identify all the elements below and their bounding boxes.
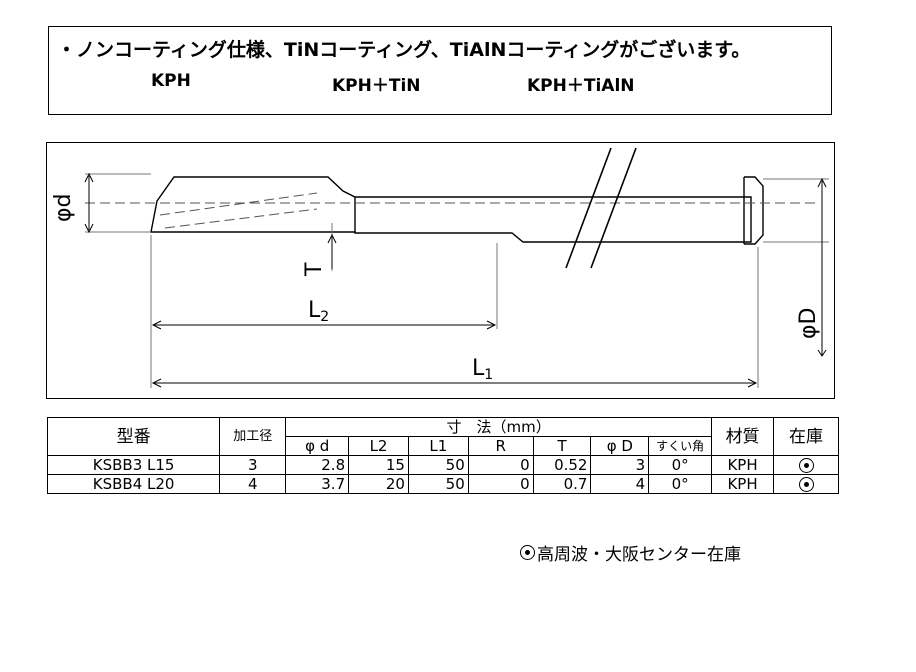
stock-footnote: 高周波・大阪センター在庫 xyxy=(520,540,741,565)
cell-L1: 50 xyxy=(407,455,469,475)
circle-dot-icon xyxy=(520,545,535,560)
circle-dot-icon xyxy=(798,477,814,492)
L1-label: L1 xyxy=(472,356,493,383)
cell-L2: 15 xyxy=(348,455,409,475)
phi-d-label: φd xyxy=(51,194,76,222)
cell-stock xyxy=(773,455,839,475)
T-label: T xyxy=(302,262,327,277)
header-R: R xyxy=(467,436,534,456)
cell-diameter: 3 xyxy=(219,455,287,475)
table-row: KSBB4 L20 4 3.7 20 50 0 0.7 4 0° KPH xyxy=(46,474,839,494)
header-model: 型番 xyxy=(46,417,221,456)
cell-rake-angle: 0° xyxy=(648,455,713,475)
cell-R: 0 xyxy=(467,455,534,475)
header-T: T xyxy=(532,436,592,456)
cell-model: KSBB4 L20 xyxy=(46,474,221,494)
cell-L1: 50 xyxy=(407,474,469,494)
coating-notice-text: ・ノンコーティング仕様、TiNコーティング、TiAlNコーティングがございます。 xyxy=(57,39,751,61)
spec-table: 型番 加工径 寸 法（mm） 材質 在庫 φ d L2 L1 R T φ D す… xyxy=(46,417,839,494)
header-phi-D: φ D xyxy=(590,436,650,456)
cell-L2: 20 xyxy=(348,474,409,494)
cell-T: 0.7 xyxy=(532,474,592,494)
variant-kph-tin: KPH＋TiN xyxy=(332,76,421,96)
circle-dot-icon xyxy=(798,458,814,473)
cell-phi-D: 4 xyxy=(590,474,650,494)
variant-kph-tialn: KPH＋TiAlN xyxy=(527,76,635,96)
header-material: 材質 xyxy=(711,417,774,456)
table-row: KSBB3 L15 3 2.8 15 50 0 0.52 3 0° KPH xyxy=(46,455,839,475)
cell-R: 0 xyxy=(467,474,534,494)
cell-diameter: 4 xyxy=(219,474,287,494)
coating-notice-box: ・ノンコーティング仕様、TiNコーティング、TiAlNコーティングがございます。… xyxy=(48,26,832,115)
header-L2: L2 xyxy=(348,436,409,456)
header-stock: 在庫 xyxy=(773,417,839,456)
tool-shank-end xyxy=(744,176,764,245)
break-line-1 xyxy=(565,147,612,269)
break-line-2 xyxy=(590,147,637,269)
cell-material: KPH xyxy=(711,474,774,494)
header-dimensions: 寸 法（mm） xyxy=(285,417,713,437)
phi-D-label: φD xyxy=(796,308,821,339)
header-diameter: 加工径 xyxy=(219,417,287,456)
tool-drawing: φd φD T L2 L1 xyxy=(46,142,835,399)
cell-phi-d: 2.8 xyxy=(285,455,350,475)
L2-label: L2 xyxy=(308,298,329,325)
cell-phi-d: 3.7 xyxy=(285,474,350,494)
cell-model: KSBB3 L15 xyxy=(46,455,221,475)
cell-rake-angle: 0° xyxy=(648,474,713,494)
cell-stock xyxy=(773,474,839,494)
cell-T: 0.52 xyxy=(532,455,592,475)
header-rake-angle: すくい角 xyxy=(648,436,713,456)
tool-drawing-svg: φd φD T L2 L1 xyxy=(51,147,829,388)
variant-kph: KPH xyxy=(151,71,191,91)
header-phi-d: φ d xyxy=(285,436,350,456)
cell-phi-D: 3 xyxy=(590,455,650,475)
tool-outline xyxy=(150,176,752,243)
stock-footnote-text: 高周波・大阪センター在庫 xyxy=(537,545,741,565)
header-L1: L1 xyxy=(407,436,469,456)
cell-material: KPH xyxy=(711,455,774,475)
